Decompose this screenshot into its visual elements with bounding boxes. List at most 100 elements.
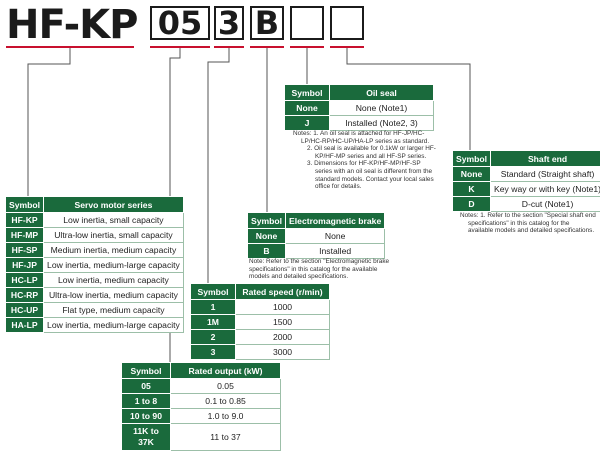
header-description: Servo motor series	[44, 197, 184, 213]
header-description: Rated output (kW)	[171, 363, 281, 379]
row-symbol: HA-LP	[6, 318, 44, 333]
row-symbol: None	[285, 101, 330, 116]
row-description: 0.1 to 0.85	[171, 394, 281, 409]
row-description: Key way or with key (Note1)	[491, 182, 600, 197]
row-description: Low inertia, medium-large capacity	[44, 258, 184, 273]
row-description: 11 to 37	[171, 424, 281, 451]
table-header: Symbol Servo motor series	[6, 197, 184, 213]
row-description: Ultra-low inertia, medium capacity	[44, 288, 184, 303]
row-symbol: HC-RP	[6, 288, 44, 303]
row-description: Low inertia, medium-large capacity	[44, 318, 184, 333]
row-symbol: K	[453, 182, 491, 197]
header-symbol: Symbol	[191, 284, 236, 300]
row-symbol: None	[453, 167, 491, 182]
row-symbol: HF-SP	[6, 243, 44, 258]
header-symbol: Symbol	[248, 213, 286, 229]
header-symbol: Symbol	[285, 85, 330, 101]
row-description: 1000	[236, 300, 330, 315]
table-header: Symbol Rated speed (r/min)	[191, 284, 330, 300]
note-text: 2. Oil seal is available for 0.1kW or la…	[285, 145, 437, 160]
row-description: Medium inertia, medium capacity	[44, 243, 184, 258]
header-description: Rated speed (r/min)	[236, 284, 330, 300]
row-description: Installed (Note2, 3)	[330, 116, 434, 131]
row-description: 1500	[236, 315, 330, 330]
row-symbol: B	[248, 244, 286, 259]
row-description: Low inertia, medium capacity	[44, 273, 184, 288]
oil-seal-notes: Notes: 1. An oil seal is attached for HF…	[285, 130, 437, 191]
row-symbol: HF-JP	[6, 258, 44, 273]
row-symbol: 1M	[191, 315, 236, 330]
row-symbol: 1 to 8	[122, 394, 171, 409]
row-description: Standard (Straight shaft)	[491, 167, 600, 182]
row-symbol: HF-KP	[6, 213, 44, 228]
row-symbol: 10 to 90	[122, 409, 171, 424]
table-header: Symbol Rated output (kW)	[122, 363, 281, 379]
row-description: 3000	[236, 345, 330, 360]
row-description: 2000	[236, 330, 330, 345]
note-text: Note: Refer to the section "Electromagne…	[249, 258, 399, 281]
row-description: 1.0 to 9.0	[171, 409, 281, 424]
table-header: Symbol Oil seal	[285, 85, 434, 101]
row-symbol: HC-UP	[6, 303, 44, 318]
note-text: Notes: 1. An oil seal is attached for HF…	[285, 130, 437, 145]
row-symbol: HC-LP	[6, 273, 44, 288]
brake-note: Note: Refer to the section "Electromagne…	[249, 258, 399, 281]
table-header: Symbol Electromagnetic brake	[248, 213, 385, 229]
row-symbol: 1	[191, 300, 236, 315]
row-symbol: None	[248, 229, 286, 244]
row-description: 0.05	[171, 379, 281, 394]
note-text: 3. Dimensions for HF-KP/HF-MP/HF-SP seri…	[285, 160, 437, 190]
row-description: None	[286, 229, 385, 244]
row-symbol: 11K to 37K	[122, 424, 171, 451]
row-description: Flat type, medium capacity	[44, 303, 184, 318]
shaft-end-note: Notes: 1. Refer to the section "Special …	[452, 212, 596, 235]
row-description: Ultra-low inertia, small capacity	[44, 228, 184, 243]
line-speed	[208, 48, 229, 283]
row-description: Low inertia, small capacity	[44, 213, 184, 228]
note-text: Notes: 1. Refer to the section "Special …	[452, 212, 596, 235]
header-symbol: Symbol	[122, 363, 171, 379]
line-series	[28, 48, 70, 196]
row-symbol: 2	[191, 330, 236, 345]
row-symbol: 3	[191, 345, 236, 360]
header-symbol: Symbol	[453, 151, 491, 167]
header-symbol: Symbol	[6, 197, 44, 213]
row-symbol: J	[285, 116, 330, 131]
row-description: None (Note1)	[330, 101, 434, 116]
row-symbol: 05	[122, 379, 171, 394]
header-description: Shaft end	[491, 151, 600, 167]
row-symbol: D	[453, 197, 491, 212]
row-description: D-cut (Note1)	[491, 197, 600, 212]
header-description: Oil seal	[330, 85, 434, 101]
row-symbol: HF-MP	[6, 228, 44, 243]
